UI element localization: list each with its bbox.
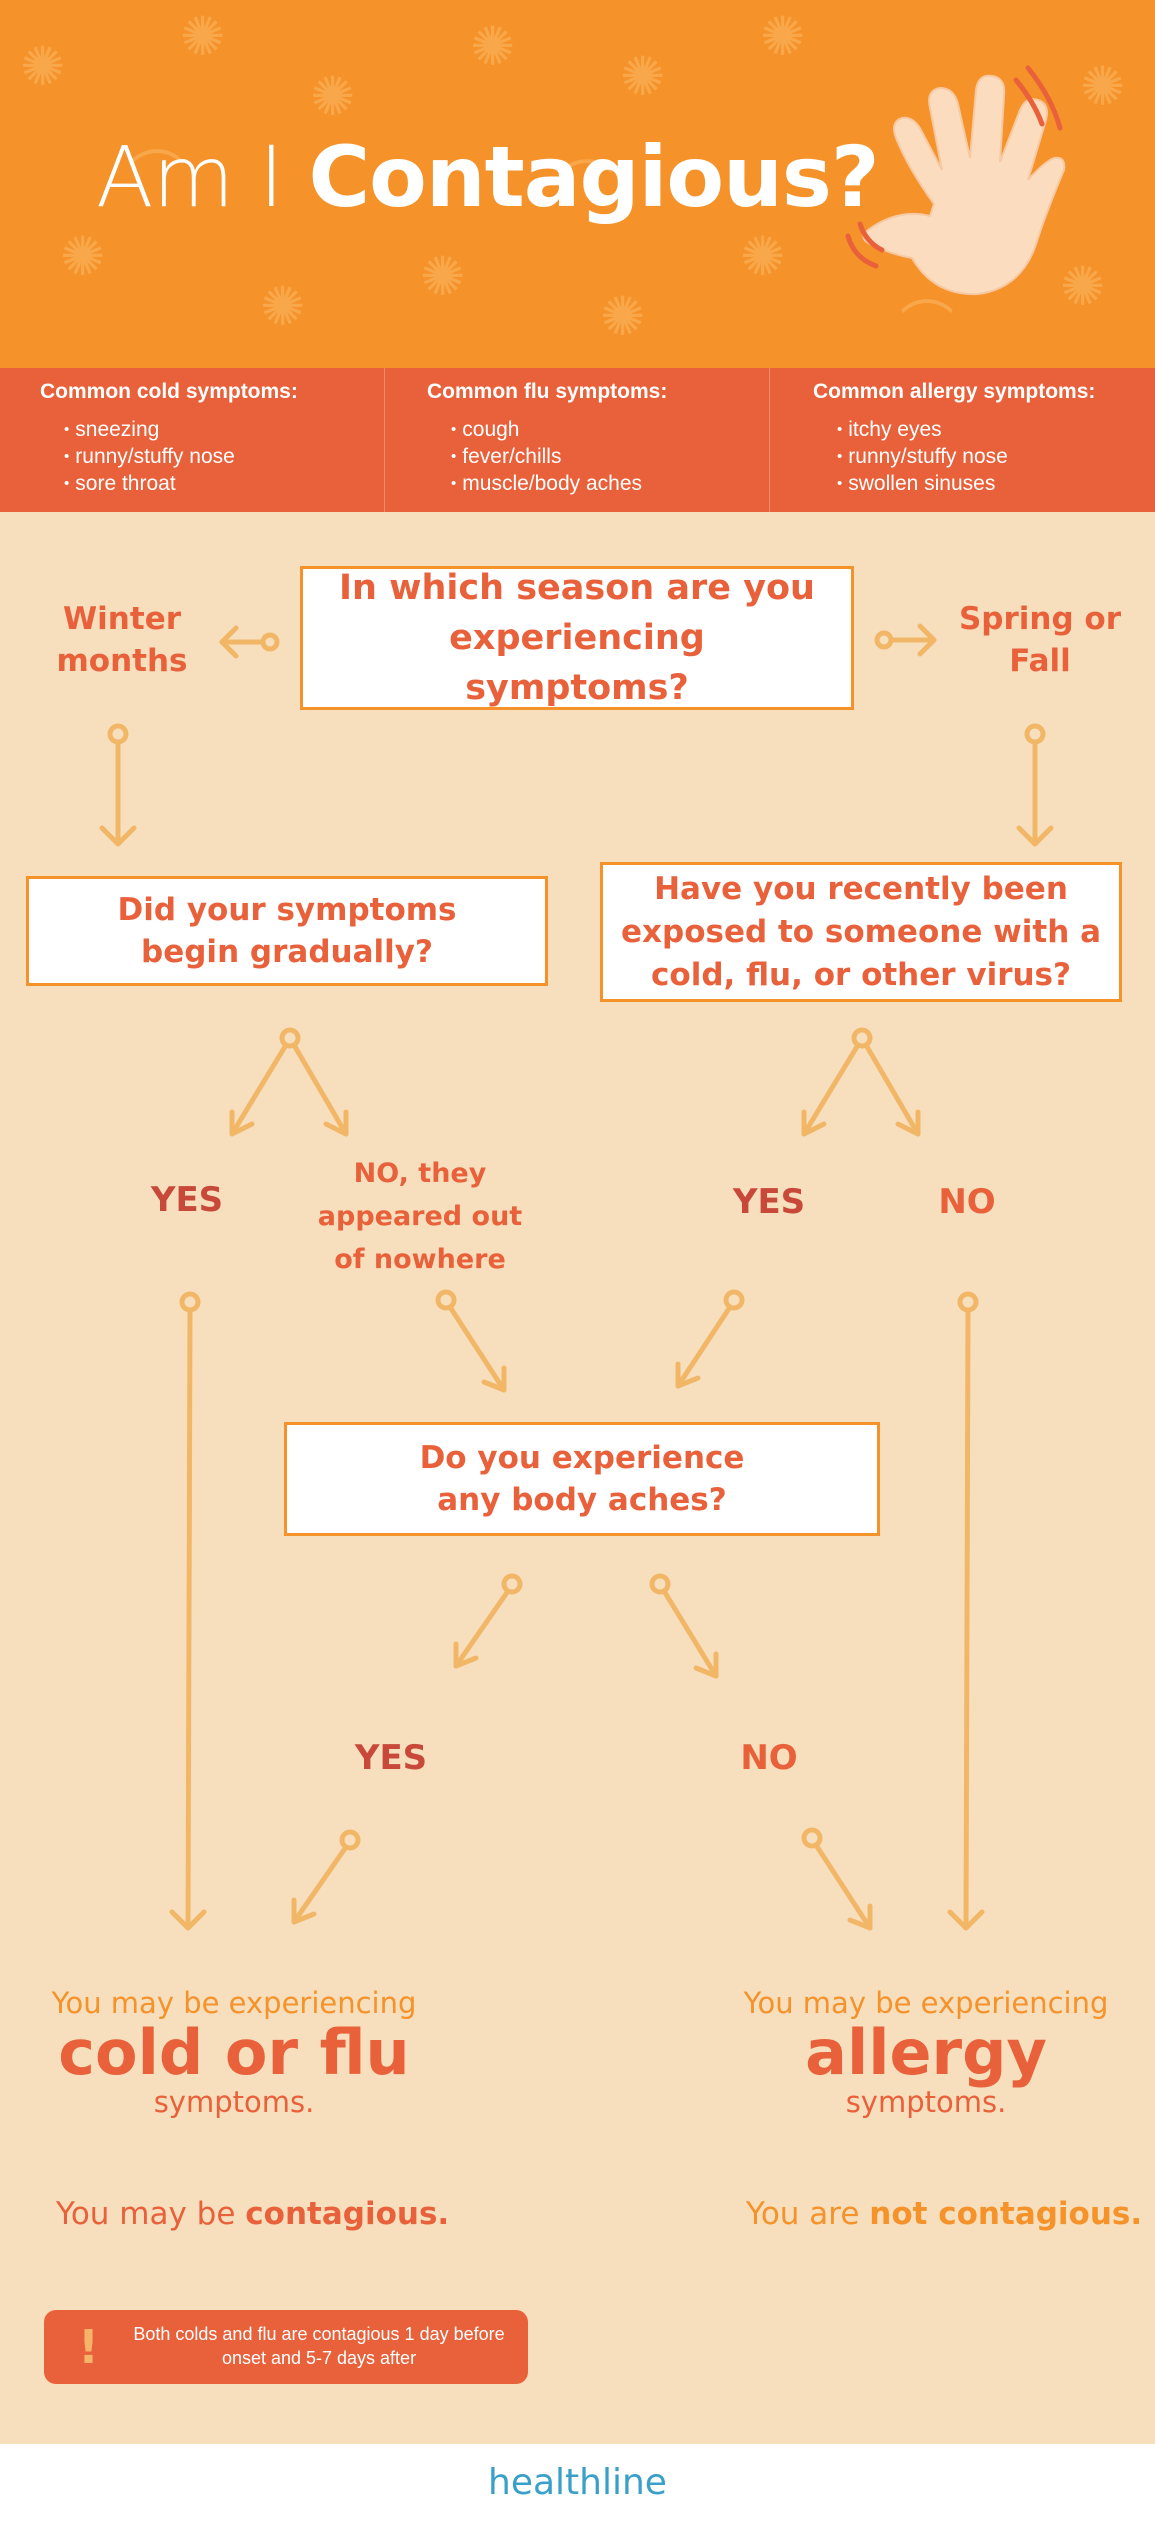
arrow-to-winter bbox=[219, 625, 280, 659]
title-bold: Contagious? bbox=[308, 128, 879, 226]
germ-icon: ✺ bbox=[600, 285, 646, 348]
arrow-exposed-no-down bbox=[947, 1291, 985, 1931]
list-item: itchy eyes bbox=[837, 416, 1008, 443]
germ-icon: ✺ bbox=[310, 65, 356, 128]
cold-result-post: symptoms. bbox=[153, 2085, 315, 2120]
list-item: sore throat bbox=[64, 470, 235, 497]
germ-icon: ✺ bbox=[20, 35, 66, 98]
cold-result-pre: You may be experiencing bbox=[51, 1986, 417, 2020]
arrow-gradual-split bbox=[229, 1027, 349, 1137]
arrow-aches-yes-to-cold bbox=[291, 1829, 361, 1925]
winter-label: Winter months bbox=[56, 601, 188, 679]
aches-no-label: NO bbox=[740, 1738, 798, 1778]
gradual-question-box: Did your symptoms begin gradually? bbox=[26, 876, 548, 986]
cold-contagious-bold: contagious. bbox=[245, 2196, 450, 2232]
allergy-contagious-text: You are not contagious. bbox=[746, 2196, 1142, 2232]
cold-result-big: cold or flu bbox=[58, 2016, 410, 2089]
exposed-question: Have you recently been exposed to someon… bbox=[621, 870, 1102, 993]
symptoms-band: Common cold symptoms: sneezing runny/stu… bbox=[0, 368, 1155, 512]
list-item: cough bbox=[451, 416, 642, 443]
allergy-result: You may be experiencing allergy symptoms… bbox=[722, 1986, 1130, 2119]
allergy-result-post: symptoms. bbox=[845, 2085, 1007, 2120]
list-item: runny/stuffy nose bbox=[837, 443, 1008, 470]
arrow-exposed-split bbox=[801, 1027, 921, 1137]
note-text: Both colds and flu are contagious 1 day … bbox=[133, 2324, 505, 2368]
exposed-yes-label: YES bbox=[732, 1182, 806, 1222]
healthline-logo[interactable]: healthline bbox=[488, 2462, 667, 2503]
flu-symptoms-heading: Common flu symptoms: bbox=[427, 380, 668, 403]
list-item: sneezing bbox=[64, 416, 235, 443]
list-item: runny/stuffy nose bbox=[64, 443, 235, 470]
germ-icon: ✺ bbox=[620, 45, 666, 108]
arrow-exposed-yes-to-aches bbox=[675, 1289, 745, 1389]
season-question-box: In which season are you experiencing sym… bbox=[300, 566, 854, 710]
cold-contagious-pre: You may be bbox=[56, 2196, 236, 2232]
germ-icon: ⌒ bbox=[900, 295, 954, 358]
germ-icon: ✺ bbox=[740, 225, 786, 288]
cold-symptoms-column: Common cold symptoms: sneezing runny/stu… bbox=[0, 368, 384, 512]
cold-flu-result: You may be experiencing cold or flu symp… bbox=[30, 1986, 438, 2119]
list-item: swollen sinuses bbox=[837, 470, 1008, 497]
germ-icon: ✺ bbox=[1060, 255, 1106, 318]
aches-question: Do you experience any body aches? bbox=[419, 1440, 745, 1518]
list-item: muscle/body aches bbox=[451, 470, 642, 497]
season-question: In which season are you experiencing sym… bbox=[339, 568, 815, 708]
spring-fall-label: Spring or Fall bbox=[958, 601, 1122, 679]
arrow-aches-no bbox=[649, 1573, 719, 1679]
germ-icon: ✺ bbox=[1080, 55, 1126, 118]
flu-symptoms-column: Common flu symptoms: cough fever/chills … bbox=[384, 368, 770, 512]
gradual-question: Did your symptoms begin gradually? bbox=[117, 892, 457, 970]
aches-yes-label: YES bbox=[354, 1738, 428, 1778]
page-title: Am I Contagious? bbox=[96, 128, 880, 226]
allergy-symptoms-column: Common allergy symptoms: itchy eyes runn… bbox=[769, 368, 1155, 512]
header-banner: ✺ ✺ ✺ ✺ ✺ ✺ ✺ ✺ ✺ ✺ ✺ ✺ ✺ ⌒ ⌒ ⌒ Am I Con… bbox=[0, 0, 1155, 368]
title-light: Am I bbox=[96, 128, 284, 226]
cold-symptoms-heading: Common cold symptoms: bbox=[40, 380, 298, 403]
waving-hand-icon bbox=[845, 65, 1066, 296]
germ-icon: ✺ bbox=[760, 5, 806, 68]
arrow-gradual-yes-down bbox=[169, 1291, 207, 1931]
allergy-contagious-pre: You are bbox=[746, 2196, 860, 2232]
exposed-question-box: Have you recently been exposed to someon… bbox=[600, 862, 1122, 1002]
arrow-spring-down bbox=[1016, 723, 1054, 847]
contagious-note: ! Both colds and flu are contagious 1 da… bbox=[44, 2310, 528, 2384]
germ-icon: ✺ bbox=[420, 245, 466, 308]
arrow-gradual-no-to-aches bbox=[435, 1289, 507, 1393]
aches-question-box: Do you experience any body aches? bbox=[284, 1422, 880, 1536]
cold-contagious-text: You may be contagious. bbox=[56, 2196, 449, 2232]
arrow-to-spring bbox=[874, 623, 937, 657]
allergy-symptoms-heading: Common allergy symptoms: bbox=[813, 380, 1096, 403]
arrow-aches-yes bbox=[453, 1573, 523, 1669]
gradual-no-label: NO, they appeared out of nowhere bbox=[317, 1158, 523, 1275]
arrow-winter-down bbox=[99, 723, 137, 847]
germ-icon: ⌒ bbox=[130, 145, 184, 208]
exposed-no-label: NO bbox=[938, 1182, 996, 1222]
arrow-aches-no-to-allergy bbox=[801, 1827, 873, 1931]
allergy-contagious-bold: not contagious. bbox=[869, 2196, 1143, 2232]
germ-icon: ✺ bbox=[260, 275, 306, 338]
germ-icon: ✺ bbox=[180, 5, 226, 68]
germ-icon: ⌒ bbox=[560, 155, 614, 218]
germ-icon: ✺ bbox=[60, 225, 106, 288]
gradual-yes-label: YES bbox=[150, 1180, 224, 1220]
exclamation-icon: ! bbox=[78, 2320, 99, 2374]
footer: healthline bbox=[0, 2444, 1155, 2522]
list-item: fever/chills bbox=[451, 443, 642, 470]
allergy-result-big: allergy bbox=[805, 2016, 1047, 2089]
allergy-result-pre: You may be experiencing bbox=[743, 1986, 1109, 2020]
germ-icon: ✺ bbox=[470, 15, 516, 78]
